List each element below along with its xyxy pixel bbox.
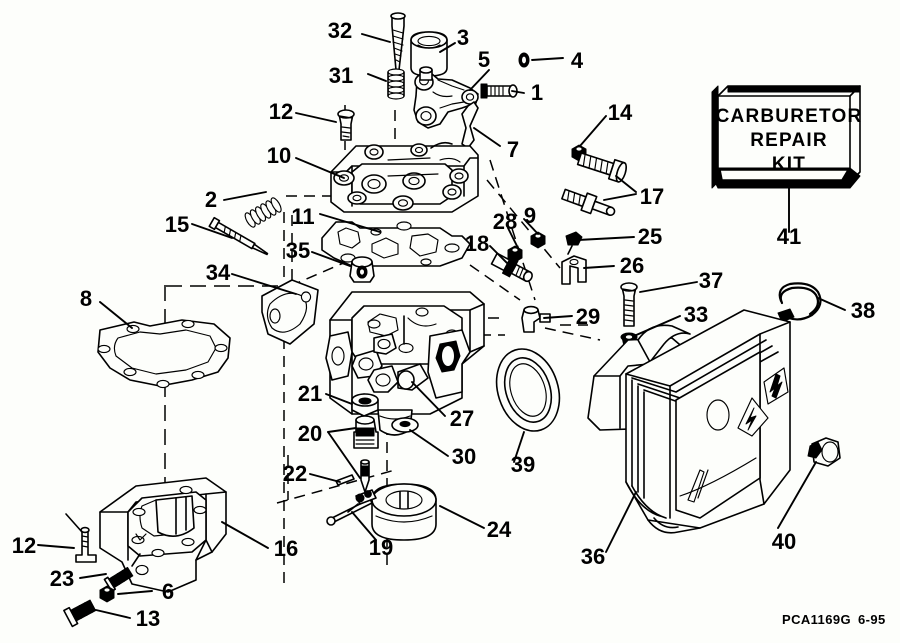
callout-7: 7 — [507, 137, 519, 162]
callout-19: 19 — [369, 535, 393, 560]
callout-12-lower: 12 — [12, 533, 36, 558]
part-25-screw-retainer — [565, 231, 583, 255]
callout-20: 20 — [298, 421, 322, 446]
part-26-retainer-clip — [561, 255, 587, 285]
callout-22: 22 — [283, 461, 307, 486]
callout-30: 30 — [452, 444, 476, 469]
callout-13: 13 — [136, 606, 160, 631]
part-20-jet-main-high-speed — [353, 415, 379, 449]
callout-31: 31 — [329, 63, 353, 88]
callout-28: 28 — [493, 209, 517, 234]
callout-12-upper: 12 — [269, 99, 293, 124]
part-12-screw-cover-upper — [337, 109, 355, 141]
part-35-nozzle-fitting — [349, 256, 375, 283]
callout-8: 8 — [80, 286, 92, 311]
part-22-pin-cotter — [335, 474, 355, 486]
callout-34: 34 — [206, 260, 231, 285]
kit-label-line3: KIT — [772, 154, 806, 175]
callout-numbers: 32 31 3 4 5 1 7 12 10 11 2 15 34 35 8 14… — [12, 18, 875, 631]
part-5-shaft — [419, 66, 433, 81]
part-24-float-carburetor — [347, 483, 437, 541]
kit-label-line1: CARBURETOR — [716, 106, 863, 127]
callout-21: 21 — [298, 381, 322, 406]
part-18-fitting-fuel-inlet — [490, 252, 533, 283]
part-32-screw-long — [390, 12, 406, 71]
part-10-cover-top-plate — [330, 141, 479, 213]
footer-block: PCA1169G 6-95 — [782, 612, 886, 627]
part-8-gasket-manifold — [97, 319, 231, 389]
callout-40: 40 — [772, 529, 796, 554]
callout-5: 5 — [478, 47, 490, 72]
callout-4: 4 — [571, 48, 584, 73]
part-23-screw-clamp — [103, 566, 134, 593]
part-31-spring-throttle-return — [387, 68, 405, 100]
callout-17: 17 — [640, 184, 664, 209]
callout-26: 26 — [620, 253, 644, 278]
callout-11: 11 — [291, 204, 314, 229]
callout-38: 38 — [851, 298, 875, 323]
part-39-seal-o-ring — [495, 348, 561, 432]
part-2-spring-idle-mixture — [244, 197, 282, 228]
kit-label-line2: REPAIR — [750, 130, 828, 151]
part-37-screw-silencer-mount — [620, 282, 638, 327]
part-3-bushing-throttle-shaft — [410, 31, 448, 77]
drawing-number: PCA1169G — [782, 612, 851, 627]
part-17-screw-adjusting-upper — [576, 152, 628, 183]
callout-10: 10 — [267, 143, 291, 168]
callout-15: 15 — [165, 212, 189, 237]
callout-37: 37 — [699, 268, 723, 293]
callout-14: 14 — [608, 100, 633, 125]
part-38-clamp-hose — [777, 282, 822, 323]
callout-41: 41 — [777, 224, 801, 249]
callout-36: 36 — [581, 544, 605, 569]
callout-16: 16 — [274, 536, 298, 561]
part-34-gasket-nozzle — [261, 279, 319, 345]
callout-6: 6 — [162, 579, 174, 604]
part-5-lever-throttle — [413, 73, 479, 129]
part-20-needle — [360, 459, 370, 493]
callout-3: 3 — [457, 25, 469, 50]
part-41-carburetor-repair-kit-box: CARBURETOR REPAIR KIT — [711, 85, 863, 189]
part-21-nut-packing — [351, 393, 379, 417]
callout-27: 27 — [450, 406, 474, 431]
callout-29: 29 — [576, 304, 600, 329]
callout-35: 35 — [286, 238, 310, 263]
callout-18: 18 — [465, 231, 489, 256]
part-16-manifold-intake — [99, 477, 227, 593]
part-15-screw-idle-mixture — [208, 216, 269, 256]
callout-1: 1 — [531, 80, 543, 105]
part-7-link-rod-throttle — [461, 101, 479, 149]
part-40-plug-drain — [807, 437, 841, 467]
callout-25: 25 — [638, 224, 662, 249]
part-11-gasket-top-plate — [321, 221, 471, 267]
part-13-bolt-hex-flange — [63, 599, 97, 628]
part-30-gasket-bowl-seal — [391, 417, 419, 433]
callout-23: 23 — [50, 566, 74, 591]
callout-24: 24 — [487, 517, 512, 542]
callout-9: 9 — [524, 203, 536, 228]
part-36-cover-air-silencer — [587, 309, 791, 534]
part-6-nut-hex-small — [99, 585, 115, 603]
part-19-pin-float-hinge — [326, 498, 373, 526]
part-12-screw-cover-lower — [65, 513, 97, 563]
callout-2: 2 — [205, 187, 217, 212]
date-code: 6-95 — [858, 612, 886, 627]
part-17-screw-adjusting-lower — [561, 188, 616, 217]
part-4-washer-small — [518, 52, 530, 68]
callout-33: 33 — [684, 302, 708, 327]
callout-39: 39 — [511, 452, 535, 477]
callout-32: 32 — [328, 18, 352, 43]
part-9-nut-hex — [530, 231, 546, 249]
leader-lines — [37, 33, 846, 619]
